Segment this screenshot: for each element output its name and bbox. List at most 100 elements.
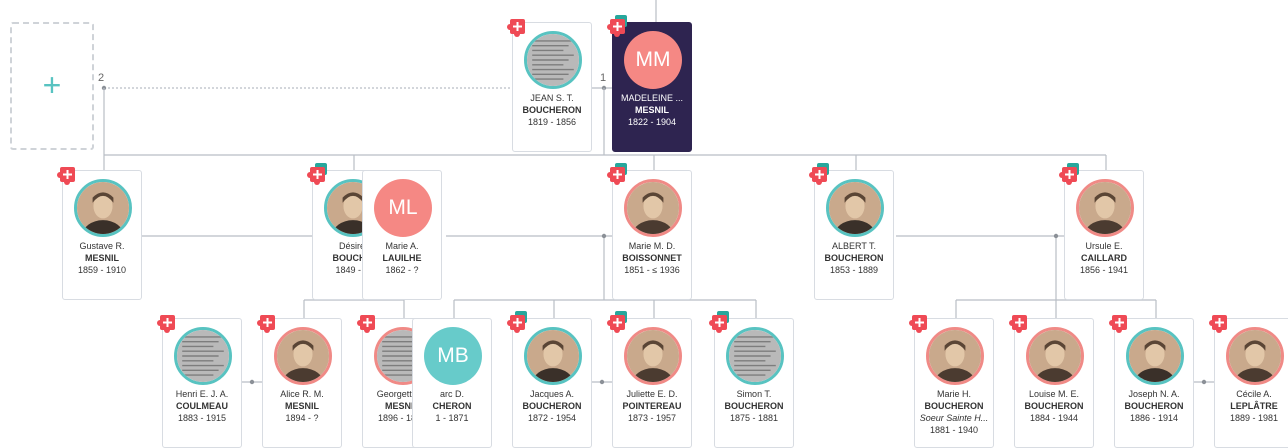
add-relative-icon[interactable] <box>1058 163 1080 185</box>
add-relative-icon[interactable] <box>56 163 78 185</box>
avatar-initials: MB <box>437 344 469 367</box>
life-dates: 1853 - 1889 <box>829 265 879 275</box>
add-relative-icon[interactable] <box>506 15 528 37</box>
add-relative-icon[interactable] <box>1108 311 1130 333</box>
surname: POINTEREAU <box>622 401 682 411</box>
avatar <box>624 179 682 237</box>
surname: BOUCHE <box>332 253 372 263</box>
person-info: Marie M. D. BOISSONNET 1851 - ≤ 1936 <box>613 240 691 276</box>
avatar <box>524 31 582 89</box>
life-dates: 1875 - 1881 <box>729 413 779 423</box>
add-relative-icon[interactable] <box>256 311 278 333</box>
add-relative-icon[interactable] <box>606 311 628 333</box>
document-photo <box>527 34 579 86</box>
avatar <box>624 327 682 385</box>
portrait-photo <box>1229 330 1281 382</box>
add-relative-icon[interactable] <box>156 311 178 333</box>
add-relative-icon[interactable] <box>606 163 628 185</box>
life-dates: 1856 - 1941 <box>1079 265 1129 275</box>
given-name: Jacques A. <box>529 389 575 399</box>
surname: CAILLARD <box>1081 253 1127 263</box>
person-card-marie-boissonnet[interactable]: Marie M. D. BOISSONNET 1851 - ≤ 1936 <box>607 163 692 300</box>
add-relative-icon[interactable] <box>1208 311 1230 333</box>
given-name: Désiré <box>338 241 365 251</box>
given-name: Marie M. D. <box>628 241 676 251</box>
add-relative-icon[interactable] <box>506 311 528 333</box>
junction-dot <box>1053 233 1059 239</box>
spouse-number: 2 <box>98 72 105 84</box>
initials-avatar: MB <box>424 327 482 385</box>
portrait-photo <box>1129 330 1181 382</box>
life-dates: 1884 - 1944 <box>1029 413 1079 423</box>
add-parent-button[interactable]: + <box>10 22 94 150</box>
portrait-photo <box>627 182 679 234</box>
add-relative-icon[interactable] <box>808 163 830 185</box>
surname: MESNIL <box>384 401 419 411</box>
given-name: ALBERT T. <box>831 241 877 251</box>
life-dates: 1889 - 1981 <box>1229 413 1279 423</box>
plus-icon: + <box>42 66 62 103</box>
add-relative-icon[interactable] <box>356 311 378 333</box>
surname: MESNIL <box>284 401 319 411</box>
surname: MESNIL <box>84 253 119 263</box>
add-relative-icon[interactable] <box>606 15 628 37</box>
life-dates: 1883 - 1915 <box>177 413 227 423</box>
avatar-initials: ML <box>388 196 418 219</box>
surname: BOISSONNET <box>622 253 682 263</box>
surname: BOUCHERON <box>724 401 784 411</box>
surname: BOUCHERON <box>522 105 582 115</box>
given-name: Marie H. <box>936 389 971 399</box>
spouse-number: 1 <box>600 72 607 84</box>
portrait-photo <box>627 330 679 382</box>
surname: COULMEAU <box>176 401 228 411</box>
document-photo <box>729 330 781 382</box>
given-name: arc D. <box>439 389 464 399</box>
portrait-photo <box>527 330 579 382</box>
avatar <box>1076 179 1134 237</box>
add-relative-icon[interactable] <box>908 311 930 333</box>
given-name: Alice R. M. <box>280 389 324 399</box>
junction-dot <box>601 233 607 239</box>
add-relative-icon[interactable] <box>1008 311 1030 333</box>
avatar <box>74 179 132 237</box>
portrait-photo <box>1029 330 1081 382</box>
life-dates: 1851 - ≤ 1936 <box>624 265 680 275</box>
surname: MESNIL <box>634 105 669 115</box>
add-relative-icon[interactable] <box>708 311 730 333</box>
life-dates: 1819 - 1856 <box>527 117 577 127</box>
given-name: Juliette E. D. <box>626 389 678 399</box>
add-relative-icon[interactable] <box>306 163 328 185</box>
junction-dot <box>249 379 255 385</box>
portrait-photo <box>929 330 981 382</box>
surname: BOUCHERON <box>1124 401 1184 411</box>
